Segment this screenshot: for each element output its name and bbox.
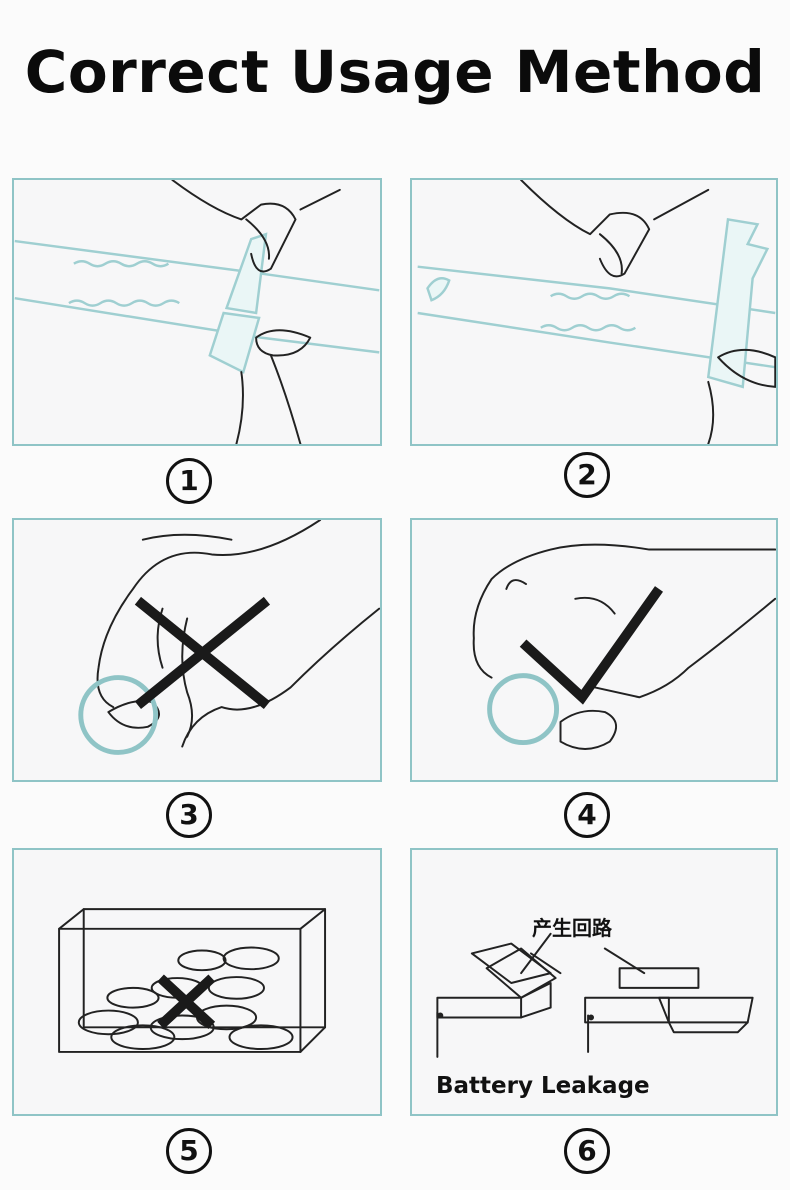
- coin-battery-icon: [487, 673, 560, 746]
- remove-tape-illustration: [417, 180, 776, 444]
- step-number-4: 4: [564, 792, 610, 838]
- panel-step-5: [12, 848, 382, 1116]
- wrong-grip-illustration: [78, 520, 380, 755]
- loose-batteries-box-illustration: [58, 908, 327, 1053]
- short-circuit-illustration: [436, 932, 754, 1058]
- panel-step-4: [410, 518, 778, 782]
- step-number-6: 6: [564, 1128, 610, 1174]
- step-number-5: 5: [166, 1128, 212, 1174]
- panel-step-3: [12, 518, 382, 782]
- step-number-1: 1: [166, 458, 212, 504]
- panel-step-6: [410, 848, 778, 1116]
- correct-check-icon: [519, 586, 664, 705]
- step-number-2: 2: [564, 452, 610, 498]
- wrong-cross-icon: [157, 974, 216, 1029]
- page-title: Correct Usage Method: [24, 38, 766, 106]
- panel-step-1: [12, 178, 382, 446]
- battery-leakage-caption: Battery Leakage: [436, 1073, 650, 1099]
- step-number-3: 3: [166, 792, 212, 838]
- panel-step-2: [410, 178, 778, 446]
- wrong-cross-icon: [134, 596, 271, 709]
- peel-tape-illustration: [14, 180, 380, 444]
- coin-battery-icon: [78, 675, 159, 755]
- correct-grip-illustration: [472, 543, 776, 750]
- circuit-label: 产生回路: [532, 916, 612, 940]
